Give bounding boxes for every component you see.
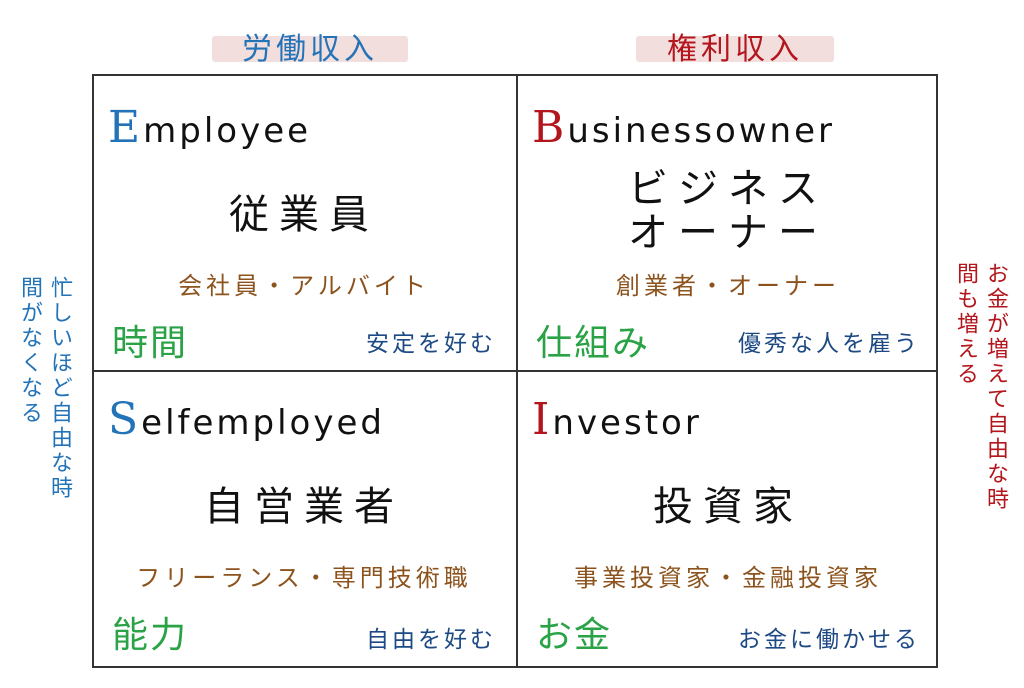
labor-income-header: 労働収入: [212, 28, 408, 67]
left-side-note: 忙しいほど自由な時間がなくなる: [17, 276, 72, 501]
quadrant-jp-title: 自営業者: [204, 484, 404, 530]
quadrant-preference: 優秀な人を雇う: [738, 331, 920, 357]
horizontal-divider: [94, 370, 936, 372]
quadrant-en-title: Investor: [532, 394, 702, 445]
quadrant-en-rest: usinessowner: [567, 111, 836, 151]
quadrant-preference: 自由を好む: [366, 627, 496, 653]
header-highlight: [636, 36, 834, 62]
quadrant-en-title: Selfemployed: [108, 394, 385, 445]
quadrant-keyword: 仕組み: [536, 323, 651, 364]
quadrant-examples: 創業者・オーナー: [616, 272, 840, 300]
quadrant-en-rest: elfemployed: [141, 403, 385, 443]
quadrant-en-title: Employee: [108, 102, 311, 153]
quadrant-preference: 安定を好む: [366, 331, 496, 357]
rights-income-header: 権利収入: [636, 28, 834, 67]
quadrant-en-title: Businessowner: [532, 102, 835, 153]
quadrant-business-owner: Businessowner ビジネス オーナー 創業者・オーナー 仕組み 優秀な…: [518, 76, 938, 368]
right-side-note: お金が増えて自由な時間も増える: [953, 262, 1008, 512]
quadrant-jp-title-line2: オーナー: [628, 210, 828, 256]
quadrant-investor: Investor 投資家 事業投資家・金融投資家 お金 お金に働かせる: [518, 372, 938, 664]
quadrant-examples: 会社員・アルバイト: [178, 272, 430, 300]
quadrant-en-rest: mployee: [143, 111, 312, 151]
quadrant-keyword: 時間: [112, 323, 189, 364]
quadrant-jp-title-line1: ビジネス: [628, 166, 828, 212]
quadrant-keyword: お金: [536, 615, 613, 656]
quadrant-preference: お金に働かせる: [738, 627, 920, 653]
quadrant-keyword: 能力: [112, 615, 189, 656]
quadrant-jp-title: 従業員: [229, 192, 379, 238]
labor-income-label: 労働収入: [242, 32, 378, 67]
quadrant-initial: B: [532, 102, 568, 153]
header-highlight: [212, 36, 408, 62]
quadrant-self-employed: Selfemployed 自営業者 フリーランス・専門技術職 能力 自由を好む: [94, 372, 514, 664]
quadrant-en-rest: nvestor: [552, 403, 702, 443]
quadrant-examples: 事業投資家・金融投資家: [574, 564, 882, 592]
rights-income-label: 権利収入: [667, 32, 803, 67]
cashflow-quadrant-grid: Employee 従業員 会社員・アルバイト 時間 安定を好む Business…: [92, 74, 938, 668]
quadrant-initial: S: [108, 394, 142, 445]
quadrant-initial: I: [532, 394, 553, 445]
quadrant-examples: フリーランス・専門技術職: [136, 564, 472, 592]
quadrant-initial: E: [108, 102, 144, 153]
quadrant-employee: Employee 従業員 会社員・アルバイト 時間 安定を好む: [94, 76, 514, 368]
quadrant-jp-title: 投資家: [653, 484, 803, 530]
